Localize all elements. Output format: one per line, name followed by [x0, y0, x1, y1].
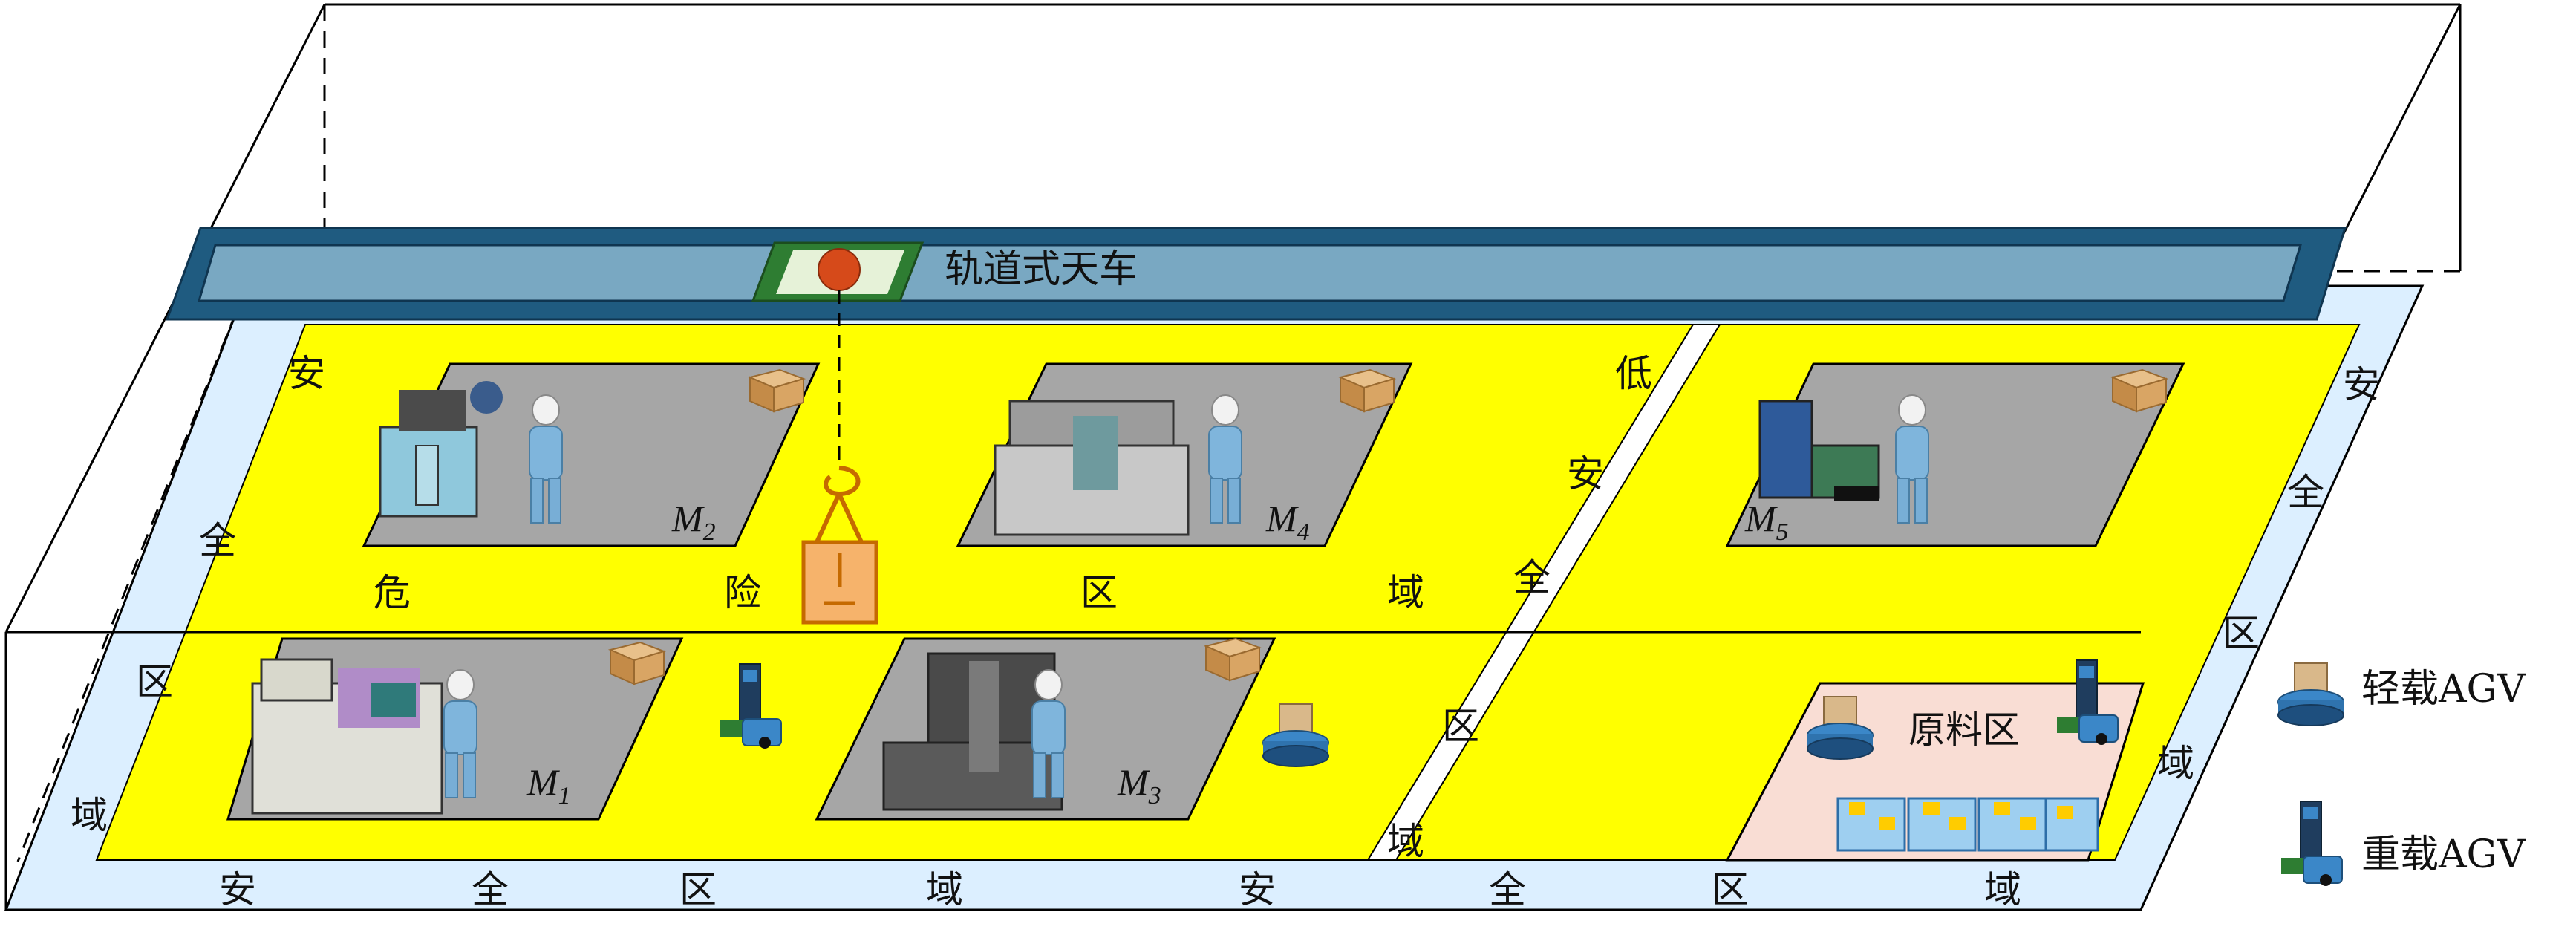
- heavy-agv-icon: [2280, 801, 2343, 887]
- legend-heavy-agv-label: 重载AGV: [2361, 833, 2526, 877]
- box-m5-icon: [2112, 369, 2167, 412]
- safe-zone-left-char: 域: [71, 794, 108, 837]
- machine-label-m2: M2: [671, 498, 716, 546]
- material-area-label: 原料区: [1908, 709, 2020, 752]
- floor-back-left-edge-dashed: [16, 285, 248, 862]
- safe-zone-bottom-char: 安: [219, 868, 256, 911]
- legend: 轻载AGV 重载AGV: [2277, 662, 2526, 887]
- safe-zone-bottom-char: 安: [1239, 868, 1276, 911]
- safe-zone-bottom-char: 域: [926, 868, 963, 911]
- danger-zone-char: 危: [374, 571, 411, 614]
- safe-zone-bottom-char: 全: [1489, 868, 1526, 911]
- box-m3-icon: [1205, 638, 1260, 681]
- danger-zone-char: 区: [1080, 571, 1118, 614]
- light-agv-icon: [2277, 662, 2344, 726]
- crane-trolley: [751, 241, 925, 302]
- box-m4-icon: [1340, 369, 1395, 412]
- low-safe-char: 域: [1387, 820, 1424, 863]
- crane-hoist-icon: [818, 248, 861, 291]
- crane-label: 轨道式天车: [945, 247, 1138, 292]
- machine-label-m4: M4: [1265, 498, 1310, 546]
- danger-zone-char: 域: [1387, 571, 1424, 614]
- low-safe-char: 区: [1442, 705, 1479, 748]
- safe-zone-left-char: 全: [199, 519, 236, 562]
- safe-zone-right-char: 域: [2157, 742, 2194, 785]
- safe-zone-left-char: 区: [136, 660, 173, 703]
- low-safe-char: 全: [1513, 556, 1551, 599]
- safe-zone-right-char: 全: [2287, 471, 2324, 514]
- crane-hook-icon: [815, 466, 864, 544]
- box-m1-icon: [610, 642, 665, 685]
- machine-m3-icon: [882, 652, 1063, 811]
- safe-zone-right-char: 区: [2223, 612, 2260, 655]
- machine-label-m5: M5: [1744, 498, 1789, 546]
- safe-zone-bottom-char: 区: [679, 868, 717, 911]
- low-safe-char: 低: [1615, 352, 1652, 395]
- crane-rail: [165, 227, 2347, 321]
- crane-load-icon: [801, 540, 878, 625]
- low-safe-char: 安: [1567, 452, 1604, 495]
- machine-m5-icon: [1758, 400, 1880, 501]
- legend-light-agv-label: 轻载AGV: [2361, 667, 2526, 711]
- box-m2-icon: [749, 369, 804, 412]
- safe-zone-bottom-char: 全: [472, 868, 509, 911]
- machine-label-m1: M1: [526, 761, 571, 810]
- safe-zone-right-char: 安: [2343, 363, 2380, 406]
- material-racks-icon: [1836, 797, 2099, 852]
- machine-m4-icon: [994, 400, 1190, 536]
- machine-m2-icon: [379, 381, 503, 518]
- machine-label-m3: M3: [1117, 761, 1161, 810]
- danger-zone-char: 险: [724, 571, 761, 614]
- safe-zone-bottom-char: 区: [1712, 868, 1749, 911]
- safe-zone-bottom-char: 域: [1984, 868, 2021, 911]
- machine-m1-icon: [251, 658, 443, 815]
- safe-zone-left-char: 安: [288, 352, 325, 395]
